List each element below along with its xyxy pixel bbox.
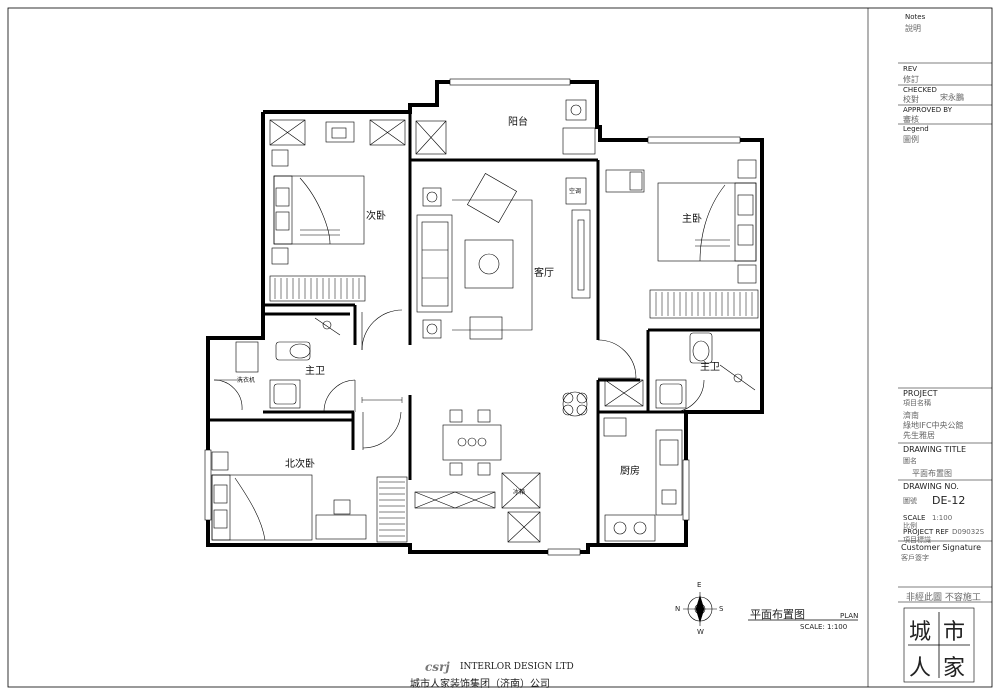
checked-cn: 校對 xyxy=(903,95,919,104)
drawing-title-value: 平面布置图 xyxy=(912,469,952,478)
interior-walls xyxy=(208,112,762,545)
logo-char-1: 城 xyxy=(909,620,932,645)
kitchen-fixtures xyxy=(603,417,683,542)
compass-w: W xyxy=(697,628,704,636)
room-label-bath-right: 主卫 xyxy=(700,362,720,373)
compass-n: N xyxy=(675,605,681,613)
notice-text: 非經此圖 不容施工 xyxy=(906,593,981,603)
company-name-en: INTERLOR DESIGN LTD xyxy=(460,662,574,672)
project-line-3: 先生雅居 xyxy=(903,431,935,440)
drawing-no-label: DRAWING NO. xyxy=(903,482,959,491)
room-label-kitchen: 厨房 xyxy=(620,466,640,477)
notes-cn: 說明 xyxy=(905,24,921,33)
rev-label: REV xyxy=(903,65,918,73)
walls xyxy=(206,80,764,554)
logo-char-4: 家 xyxy=(943,656,966,681)
second-bedroom-furniture xyxy=(269,119,406,302)
customer-signature-cn: 客戶簽字 xyxy=(901,554,929,562)
rev-cn: 修訂 xyxy=(903,75,919,84)
project-ref-label: PROJECT REF xyxy=(903,528,949,536)
checked-name: 宋永鵬 xyxy=(940,93,964,102)
title-block-frame xyxy=(867,8,992,687)
master-wardrobe-slats xyxy=(655,292,753,316)
compass-s: S xyxy=(719,605,724,613)
room-label-balcony: 阳台 xyxy=(508,117,528,128)
label-aircon: 空调 xyxy=(569,188,582,195)
room-label-north-bedroom: 北次卧 xyxy=(285,459,315,470)
plan-scale: SCALE: 1:100 xyxy=(800,623,848,631)
compass-e: E xyxy=(697,581,702,589)
customer-signature-label: Customer Signature xyxy=(901,543,981,552)
drawing-no-cn: 圖號 xyxy=(903,497,917,505)
left-bath-fixtures xyxy=(235,317,341,409)
drawing-title-label: DRAWING TITLE xyxy=(903,445,967,454)
approved-label: APPROVED BY xyxy=(903,106,953,114)
label-fridge: 冰箱 xyxy=(513,489,526,496)
compass-icon xyxy=(683,592,717,626)
sheet-border xyxy=(7,7,993,688)
project-label: PROJECT xyxy=(903,389,938,398)
project-ref-value: D09032S xyxy=(952,528,985,536)
notes-label: Notes xyxy=(905,13,926,21)
logo-frame xyxy=(908,612,970,678)
living-room-furniture xyxy=(414,99,596,543)
scale-label: SCALE xyxy=(903,514,926,522)
second-bedroom-wardrobe-slats xyxy=(274,278,360,299)
room-label-living-room: 客厅 xyxy=(534,268,554,279)
scale-value: 1:100 xyxy=(932,514,953,522)
company-logo: csrj xyxy=(425,660,450,674)
project-line-1: 濟南 xyxy=(903,411,919,420)
north-bedroom-wardrobe-slats xyxy=(379,481,405,537)
legend-label: Legend xyxy=(903,125,929,133)
project-line-2: 綠地IFC中央公館 xyxy=(903,421,964,430)
logo-char-2: 市 xyxy=(943,620,966,645)
drawing-no-value: DE-12 xyxy=(932,494,966,507)
plan-title: 平面布置图 xyxy=(750,608,805,621)
legend-cn: 圖例 xyxy=(903,135,919,144)
drawing-title-cn: 圖名 xyxy=(903,457,917,465)
dimension-marker xyxy=(361,397,403,403)
scale-cn: 比例 xyxy=(903,522,917,530)
project-ref-cn: 項目標識 xyxy=(903,536,931,544)
company-name-cn: 城市人家装饰集团（济南）公司 xyxy=(410,679,550,690)
master-bedroom-furniture xyxy=(605,159,759,319)
doors xyxy=(213,309,705,450)
north-bedroom-furniture xyxy=(211,451,408,543)
label-washer: 洗衣机 xyxy=(237,377,256,384)
approved-cn: 審核 xyxy=(903,115,919,124)
room-label-second-bedroom: 次卧 xyxy=(366,211,386,222)
plan-label: PLAN xyxy=(840,612,859,620)
right-bath-fixtures xyxy=(604,332,756,409)
room-label-master-bedroom: 主卧 xyxy=(682,214,702,225)
logo-char-3: 人 xyxy=(909,656,932,681)
room-label-bath-left: 主卫 xyxy=(305,366,325,377)
project-cn: 項目名稱 xyxy=(903,399,931,407)
windows xyxy=(204,78,741,556)
checked-label: CHECKED xyxy=(903,86,937,94)
